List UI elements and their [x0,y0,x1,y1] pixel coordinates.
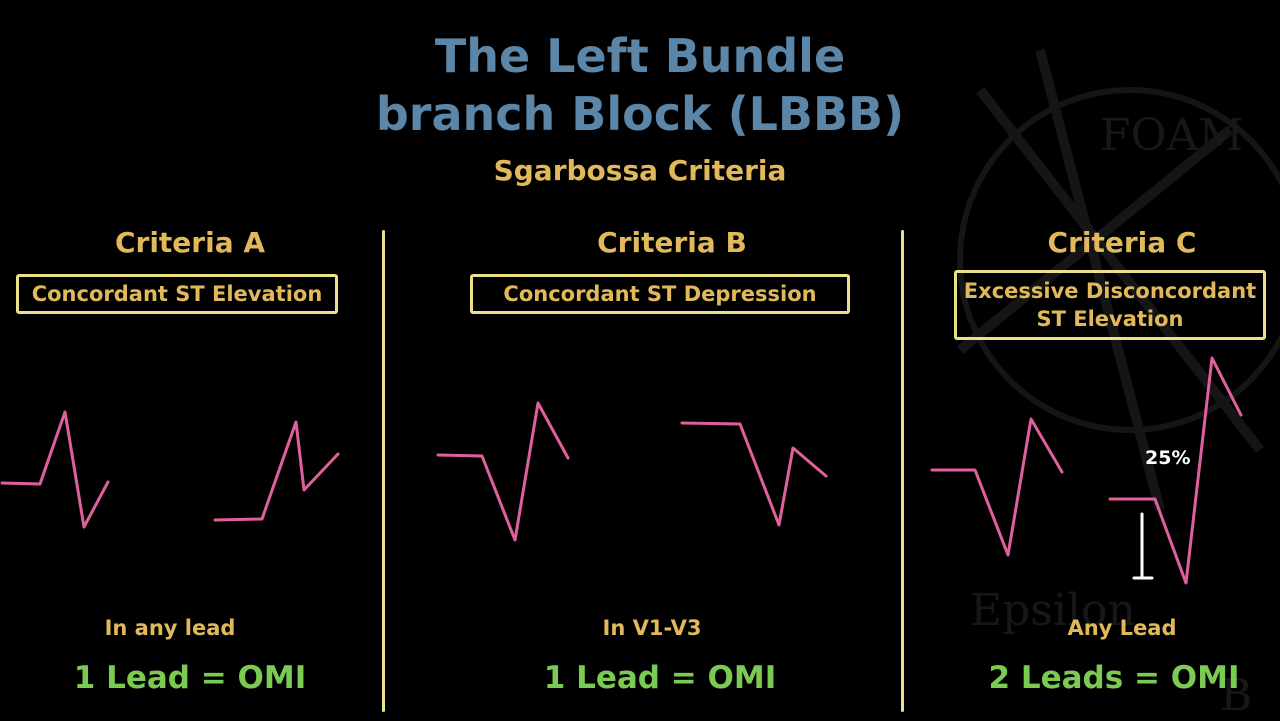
criteria-c-measure-icon [1134,514,1152,578]
ecg-trace-b2 [682,423,826,525]
ecg-trace-c2 [1110,358,1241,583]
ecg-trace-a2 [215,422,338,520]
ecg-trace-b1 [438,403,568,540]
ecg-trace-c1 [932,419,1062,555]
ecg-trace-a1 [2,412,108,527]
